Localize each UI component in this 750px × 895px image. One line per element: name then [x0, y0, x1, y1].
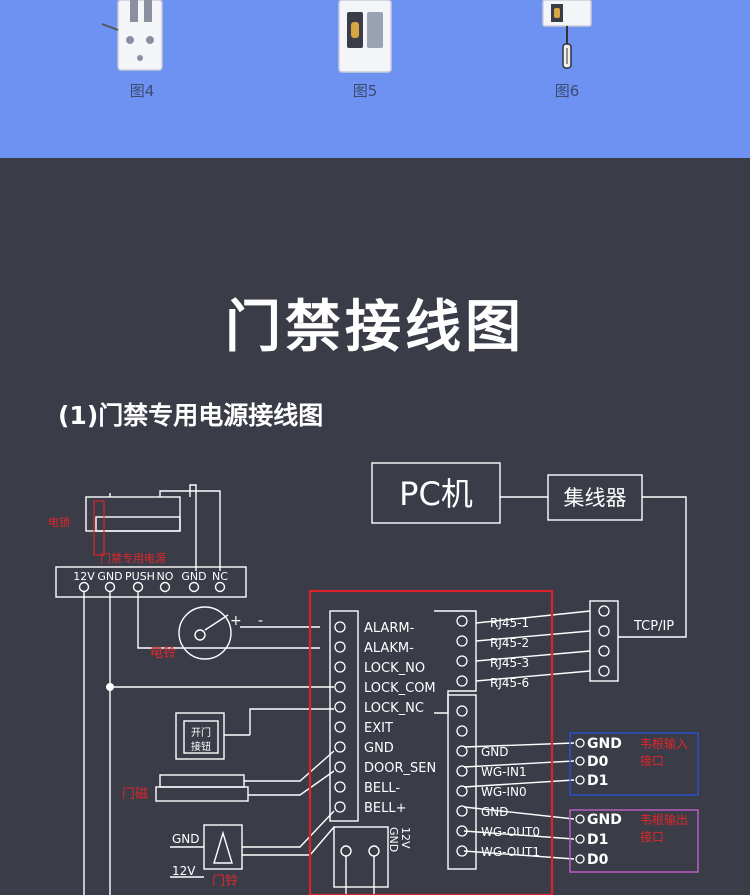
wg-in-label-2: 接口: [640, 753, 664, 768]
device-screwdriver-illustration: [542, 0, 592, 69]
wiring-diagram: PC机 集线器 TCP/IP 电锁 门禁专用电源 12V GND PUSH NO…: [48, 462, 699, 895]
power-connector: [333, 826, 389, 888]
psu-terminal-gnd: GND: [97, 570, 122, 583]
rj45-2: RJ45-2: [490, 636, 529, 650]
rj45-3: RJ45-3: [490, 656, 529, 670]
psu-terminal-push: PUSH: [125, 570, 155, 583]
wg-out-box: [569, 809, 699, 873]
wg-out-d0: D0: [587, 852, 609, 868]
controller-terminal-block: [329, 610, 359, 822]
device-front-illustration: [338, 0, 392, 73]
wg-out-label-1: 韦根输出: [640, 812, 688, 827]
electric-lock: [85, 496, 181, 532]
term-bell-minus: BELL-: [364, 781, 400, 796]
figure-4-label: 图4: [129, 82, 155, 100]
wiegand-terminal-block: [447, 694, 477, 870]
hub-label: 集线器: [564, 486, 627, 510]
door-bell-label: 门铃: [212, 874, 238, 889]
pc-box: [371, 462, 501, 524]
wg-term-out0: WG-OUT0: [481, 825, 540, 839]
tcp-connector: [589, 600, 619, 682]
lock-marker: [93, 500, 105, 556]
bell-12v-label: 12V: [172, 864, 196, 878]
figure-5: [325, 0, 405, 78]
lock-label: 电锁: [48, 515, 70, 529]
rj45-1: RJ45-1: [490, 616, 529, 630]
term-lock-no: LOCK_NO: [364, 661, 425, 676]
exit-button-label-2: 接钮: [191, 740, 211, 753]
page-title: 门禁接线图: [225, 295, 525, 360]
door-magnet: [159, 774, 245, 788]
wg-in-box: [569, 732, 699, 796]
wg-in-label-1: 韦根输入: [640, 736, 688, 751]
plus-label: +: [230, 613, 242, 629]
figure-4: [100, 0, 180, 78]
wg-term-gnd: GND: [481, 745, 509, 759]
term-door-sen: DOOR_SEN: [364, 761, 436, 776]
section-subtitle: (1)门禁专用电源接线图: [58, 401, 324, 430]
figure-6: [527, 0, 607, 78]
bell-label: 电铃: [150, 646, 176, 661]
wg-out-d1: D1: [587, 832, 608, 848]
power-supply-box: [55, 566, 247, 598]
exit-button-label-1: 开门: [191, 726, 211, 739]
wg-term-out1: WG-OUT1: [481, 845, 540, 859]
term-alakm: ALAKM-: [364, 641, 414, 656]
mount-bracket-illustration: [101, 0, 163, 71]
psu-terminal-no: NO: [157, 570, 174, 583]
wg-out-label-2: 接口: [640, 829, 664, 844]
minus-label: -: [258, 613, 263, 629]
exit-button: [175, 712, 225, 760]
wg-in-d1: D1: [587, 773, 608, 789]
term-bell-plus: BELL+: [364, 801, 407, 816]
figure-6-label: 图6: [554, 82, 580, 100]
wg-term-gnd2: GND: [481, 805, 509, 819]
bell-gnd-label: GND: [172, 832, 200, 846]
round-bell: [178, 606, 232, 660]
term-alarm: ALARM-: [364, 621, 415, 636]
controller-border: [308, 589, 554, 895]
pc-label: PC机: [399, 475, 473, 513]
power-12v-label: 12V: [399, 827, 412, 849]
door-magnet-label: 门磁: [122, 787, 148, 802]
figure-5-label: 图5: [352, 82, 378, 100]
psu-terminal-12v: 12V: [73, 570, 95, 583]
wg-term-in1: WG-IN1: [481, 765, 527, 779]
tcp-label: TCP/IP: [633, 619, 674, 634]
term-lock-com: LOCK_COM: [364, 681, 436, 696]
product-figures-band: 图4 图5 图6: [0, 0, 750, 158]
term-gnd: GND: [364, 741, 394, 756]
psu-terminal-gnd2: GND: [181, 570, 206, 583]
term-lock-nc: LOCK_NC: [364, 701, 424, 716]
psu-terminal-nc: NC: [212, 570, 228, 583]
wg-term-in0: WG-IN0: [481, 785, 527, 799]
power-gnd-label: GND: [387, 827, 400, 852]
psu-label: 门禁专用电源: [100, 551, 166, 565]
wg-out-gnd: GND: [587, 812, 622, 828]
wg-in-d0: D0: [587, 754, 609, 770]
wg-in-gnd: GND: [587, 736, 622, 752]
term-exit: EXIT: [364, 721, 393, 736]
rj45-6: RJ45-6: [490, 676, 529, 690]
